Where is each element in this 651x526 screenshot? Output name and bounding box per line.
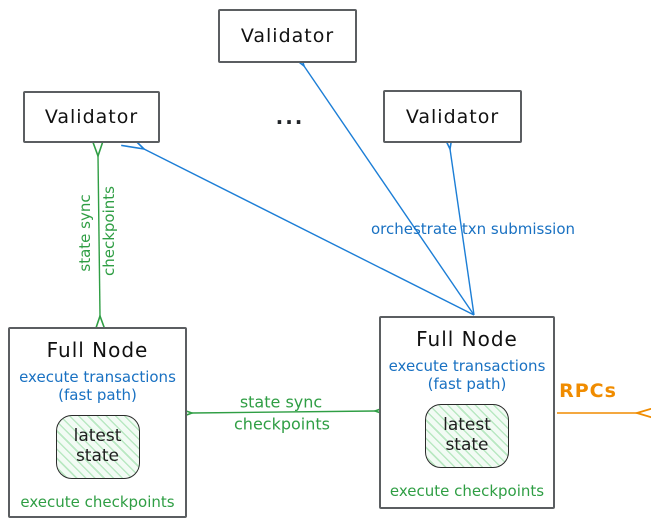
orchestrate-txn-submission-label: orchestrate txn submission: [370, 220, 576, 238]
validator-top-label: Validator: [240, 25, 335, 47]
full-node-box-right: Full Node execute transactions (fast pat…: [379, 316, 555, 509]
execute-checkpoints-label-left: execute checkpoints: [20, 493, 175, 511]
state-sync-vertical-label-line1: state sync: [76, 194, 94, 272]
latest-state-line1-left: latest: [73, 426, 122, 447]
validator-box-left: Validator: [23, 91, 160, 143]
execute-transactions-label-right: execute transactions: [388, 357, 546, 375]
latest-state-box-right: latest state: [425, 404, 509, 468]
state-sync-horizontal-label-line1: state sync: [239, 392, 323, 412]
full-node-right-title: Full Node: [416, 327, 518, 351]
latest-state-line2-right: state: [445, 435, 489, 455]
validator-right-label: Validator: [405, 105, 500, 128]
validator-left-label: Validator: [44, 106, 139, 128]
execute-checkpoints-label-right: execute checkpoints: [389, 482, 545, 500]
arrow-state-sync-vertical: [98, 156, 100, 316]
fast-path-label-right: (fast path): [427, 375, 507, 393]
fast-path-label-left: (fast path): [58, 386, 137, 404]
arrow-state-sync-horizontal: [192, 411, 375, 413]
rpcs-label: RPCs: [559, 380, 617, 402]
full-node-left-title: Full Node: [46, 338, 149, 362]
latest-state-box-left: latest state: [55, 415, 140, 479]
latest-state-line2-left: state: [75, 446, 120, 466]
arrow-orchestrate-to-top-validator: [304, 66, 475, 316]
arrow-orchestrate-to-right-validator: [450, 149, 475, 316]
latest-state-line1-right: latest: [443, 415, 491, 436]
execute-transactions-label-left: execute transactions: [19, 368, 176, 386]
state-sync-horizontal-label-line2: checkpoints: [234, 414, 330, 434]
full-node-box-left: Full Node execute transactions (fast pat…: [8, 327, 187, 518]
state-sync-vertical-label-line2: checkpoints: [100, 186, 118, 276]
validator-box-right: Validator: [383, 90, 522, 143]
validators-ellipsis: ...: [275, 105, 305, 129]
validator-box-top: Validator: [218, 9, 357, 63]
arrow-orchestrate-to-left-validator: [144, 149, 475, 316]
